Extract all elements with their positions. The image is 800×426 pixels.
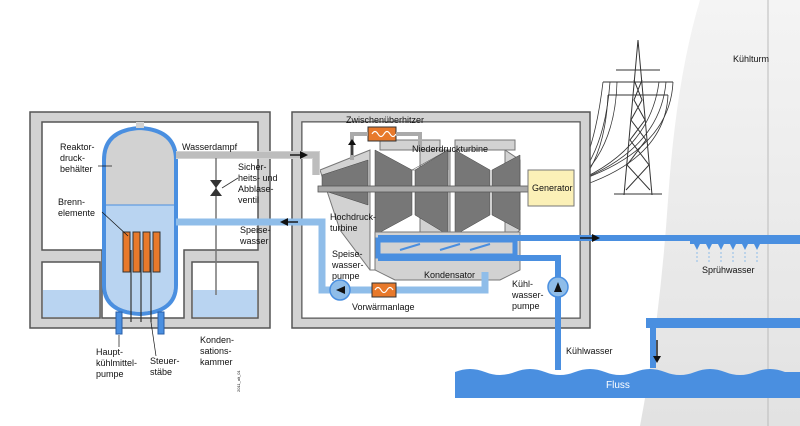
label-niederdruckturbine: Niederdruckturbine xyxy=(412,144,488,154)
label-kuehlwasser: Kühlwasser xyxy=(566,346,613,356)
label-kondensator: Kondensator xyxy=(424,270,475,280)
turbine-rotors xyxy=(321,149,521,236)
label-hauptkuehlmittelpumpe: Haupt- kühlmittel- pumpe xyxy=(96,347,140,379)
label-spruehwasser: Sprühwasser xyxy=(702,265,755,275)
valve-icon xyxy=(210,177,239,196)
reactor-pressure-vessel xyxy=(102,125,178,335)
flow-arrow-icon xyxy=(280,151,600,242)
turbine-shaft xyxy=(317,185,531,193)
river xyxy=(455,369,800,398)
label-vorwaermanlage: Vorwärmanlage xyxy=(352,302,415,312)
label-image-code: 2011_alt_01 xyxy=(236,370,241,393)
tower-basin xyxy=(646,318,800,328)
feedwater-pump-icon xyxy=(329,279,351,301)
label-generator: Generator xyxy=(532,183,573,193)
label-kuehlturm: Kühlturm xyxy=(733,54,769,64)
label-brennelemente: Brenn- elemente xyxy=(58,197,95,218)
label-ventil: Sicher- heits- und Abblase- ventil xyxy=(238,162,280,205)
label-reaktor: Reaktor- druck- behälter xyxy=(60,142,97,174)
generator-box xyxy=(527,169,575,207)
label-kuehlwasserpumpe: Kühl- wasser- pumpe xyxy=(511,279,546,311)
label-hochdruckturbine: Hochdruck- turbine xyxy=(330,212,379,233)
label-zwischenueberhitzer: Zwischenüberhitzer xyxy=(346,115,424,125)
spray-nozzles xyxy=(690,241,800,262)
reheater xyxy=(348,126,422,160)
recirculation-pump xyxy=(115,311,165,335)
label-fluss: Fluss xyxy=(606,380,630,391)
label-kondensationskammer: Konden- sations- kammer xyxy=(200,335,237,367)
pump-arrow-icon xyxy=(547,276,569,298)
label-speisewasser-left: Speise- wasser xyxy=(239,225,273,246)
label-steuerstaebe: Steuer- stäbe xyxy=(150,356,182,377)
tower-down-arrow-icon xyxy=(653,356,661,363)
control-rods xyxy=(130,250,152,322)
fuel-elements xyxy=(122,231,161,273)
label-wasserdampf: Wasserdampf xyxy=(182,142,238,152)
labels: Reaktor- druck- behälter Brenn- elemente… xyxy=(58,54,769,392)
label-speisewasserpumpe: Speise- wasser- pumpe xyxy=(331,249,366,281)
reheater-arrow-icon xyxy=(348,139,356,145)
cooling-tower xyxy=(640,0,800,426)
preheater xyxy=(371,282,397,298)
